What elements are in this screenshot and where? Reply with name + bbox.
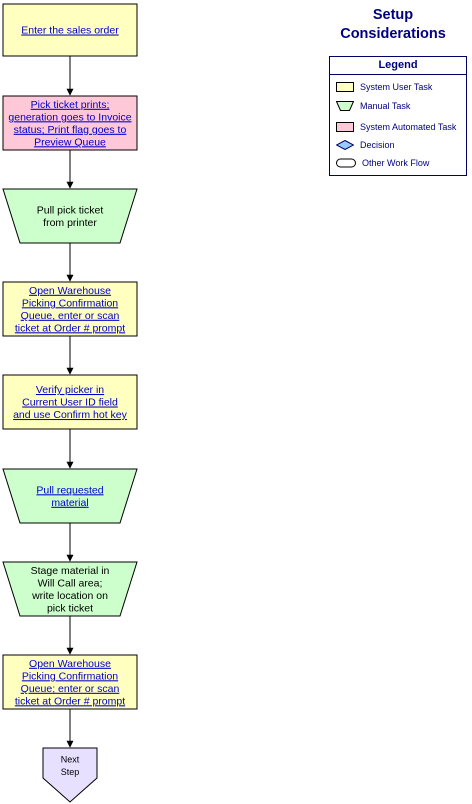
manual-task-shape [2, 468, 138, 524]
legend-label: Decision [360, 140, 395, 150]
legend-item-manual-task: Manual Task [336, 99, 410, 113]
off-page-connector-shape [42, 747, 98, 803]
legend-item-user-task: System User Task [336, 80, 432, 94]
legend-title: Legend [330, 57, 466, 75]
node-label-line[interactable]: Picking Confirmation [22, 297, 118, 309]
legend-panel: Legend System User Task Manual Task Syst… [329, 56, 467, 176]
pink-rectangle-icon [336, 122, 354, 132]
node-label-line[interactable]: status; Print flag goes to [14, 124, 127, 136]
node-label-line[interactable]: Open Warehouse [29, 285, 111, 297]
automated-task-shape [2, 95, 138, 151]
node-label-line: Will Call area; [38, 577, 103, 589]
node-label-line[interactable]: generation goes to Invoice [8, 111, 131, 123]
legend-item-other-workflow: Other Work Flow [336, 156, 429, 170]
node-pick-ticket-prints[interactable]: Pick ticket prints;generation goes to In… [2, 95, 138, 151]
node-label-line[interactable]: and use Confirm hot key [13, 409, 128, 421]
legend-item-decision: Decision [336, 138, 395, 152]
node-enter-sales-order[interactable]: Enter the sales order [2, 3, 138, 57]
node-label-line: Stage material in [31, 565, 110, 577]
legend-label: System Automated Task [360, 122, 457, 132]
user-task-shape [2, 654, 138, 710]
oval-icon [336, 158, 356, 168]
setup-heading-line2: Considerations [340, 26, 446, 42]
node-label-line: Next [61, 754, 80, 764]
setup-heading-line1: Setup [372, 7, 414, 23]
legend-item-automated-task: System Automated Task [336, 120, 456, 134]
node-label-line[interactable]: material [51, 497, 88, 509]
node-label-line[interactable]: Queue, enter or scan [21, 310, 120, 322]
node-label-line: write location on [31, 590, 108, 602]
node-label-line[interactable]: Preview Queue [34, 136, 106, 148]
node-label-line: Pull pick ticket [37, 204, 104, 216]
blue-diamond-icon [336, 140, 354, 150]
node-label-line[interactable]: Enter the sales order [21, 25, 119, 37]
setup-considerations-heading: Setup Considerations [322, 6, 464, 44]
node-label-line[interactable]: Current User ID field [22, 397, 118, 409]
node-label-line: Step [61, 767, 80, 777]
legend-label: System User Task [360, 82, 433, 92]
node-label-line[interactable]: ticket at Order # prompt [15, 322, 125, 334]
node-label-line[interactable]: Picking Confirmation [22, 670, 118, 682]
node-label-line[interactable]: Pull requested [36, 484, 103, 496]
node-label-line[interactable]: Queue; enter or scan [21, 683, 120, 695]
node-label-line[interactable]: Pick ticket prints; [31, 99, 110, 111]
node-label-line: from printer [43, 217, 97, 229]
node-label-line[interactable]: Verify picker in [36, 384, 104, 396]
legend-label: Other Work Flow [362, 158, 430, 168]
manual-task-shape [2, 561, 138, 617]
manual-task-shape [2, 188, 138, 244]
node-label-line[interactable]: ticket at Order # prompt [15, 695, 125, 707]
user-task-shape [2, 3, 138, 57]
green-trapezoid-icon [336, 101, 354, 111]
user-task-shape [2, 374, 138, 430]
user-task-shape [2, 281, 138, 337]
legend-label: Manual Task [360, 101, 411, 111]
yellow-rectangle-icon [336, 82, 354, 92]
node-label-line[interactable]: Open Warehouse [29, 658, 111, 670]
node-label-line: pick ticket [47, 602, 93, 614]
